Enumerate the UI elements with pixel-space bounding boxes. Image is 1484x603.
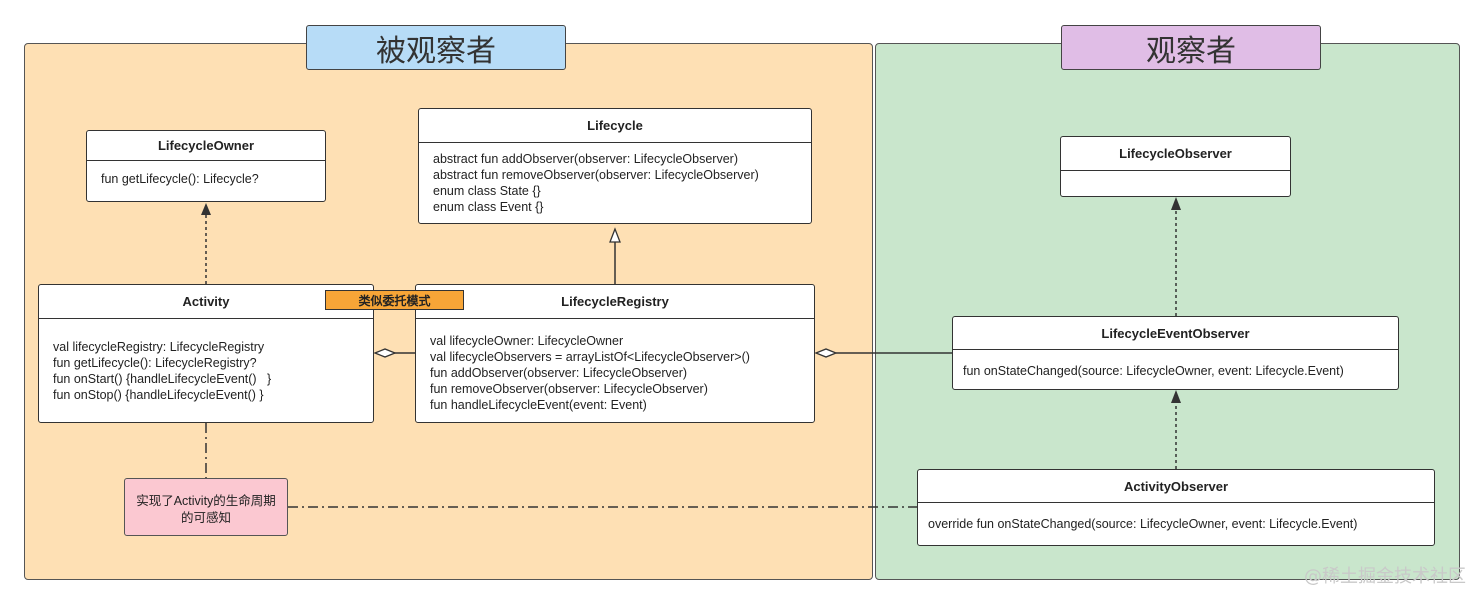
registry-aggregation-diamond [814,348,838,358]
class-member: fun onStart() {handleLifecycleEvent() } [53,372,272,386]
class-name: LifecycleOwner [87,131,325,161]
activity-observer-implements-arrow [1171,390,1181,403]
lifecycle-registry-class: LifecycleRegistry val lifecycleOwner: Li… [415,284,815,423]
class-member: override fun onStateChanged(source: Life… [928,517,1358,531]
delegate-pattern-tag: 类似委托模式 [325,290,464,310]
class-name: LifecycleRegistry [416,285,814,319]
class-member: val lifecycleObservers = arrayListOf<Lif… [430,350,750,364]
class-member: fun getLifecycle(): LifecycleRegistry? [53,356,257,370]
class-member: fun handleLifecycleEvent(event: Event) [430,398,647,412]
class-members-empty [1061,171,1290,187]
class-member: enum class Event {} [433,200,544,214]
class-name: ActivityObserver [918,470,1434,503]
lifecycle-owner-class: LifecycleOwner fun getLifecycle(): Lifec… [86,130,326,202]
class-member: fun onStateChanged(source: LifecycleOwne… [963,364,1344,378]
class-member: val lifecycleOwner: LifecycleOwner [430,334,624,348]
activity-class: Activity val lifecycleRegistry: Lifecycl… [38,284,374,423]
class-member: fun removeObserver(observer: LifecycleOb… [430,382,708,396]
class-name: LifecycleObserver [1061,137,1290,171]
registry-extends-lifecycle-arrow [609,227,621,243]
observer-title: 观察者 [1061,25,1321,70]
class-member: fun getLifecycle(): Lifecycle? [101,172,259,186]
event-observer-extends-observer-arrow [1171,197,1181,210]
class-member: enum class State {} [433,184,541,198]
lifecycle-observer-class: LifecycleObserver [1060,136,1291,197]
lifecycle-awareness-note: 实现了Activity的生命周期的可感知 [124,478,288,536]
lifecycle-class: Lifecycle abstract fun addObserver(obser… [418,108,812,224]
class-member: abstract fun removeObserver(observer: Li… [433,168,759,182]
activity-aggregation-diamond [373,348,397,358]
class-member: abstract fun addObserver(observer: Lifec… [433,152,738,166]
class-member: fun onStop() {handleLifecycleEvent() } [53,388,264,402]
lifecycle-event-observer-class: LifecycleEventObserver fun onStateChange… [952,316,1399,390]
class-member: fun addObserver(observer: LifecycleObser… [430,366,688,380]
class-name: LifecycleEventObserver [953,317,1398,350]
activity-observer-class: ActivityObserver override fun onStateCha… [917,469,1435,546]
activity-implements-owner-arrow [201,203,211,215]
observable-title: 被观察者 [306,25,566,70]
watermark: @稀土掘金技术社区 [1304,566,1466,587]
class-name: Lifecycle [419,109,811,143]
class-member: val lifecycleRegistry: LifecycleRegistry [53,340,265,354]
class-name: Activity [39,285,373,319]
